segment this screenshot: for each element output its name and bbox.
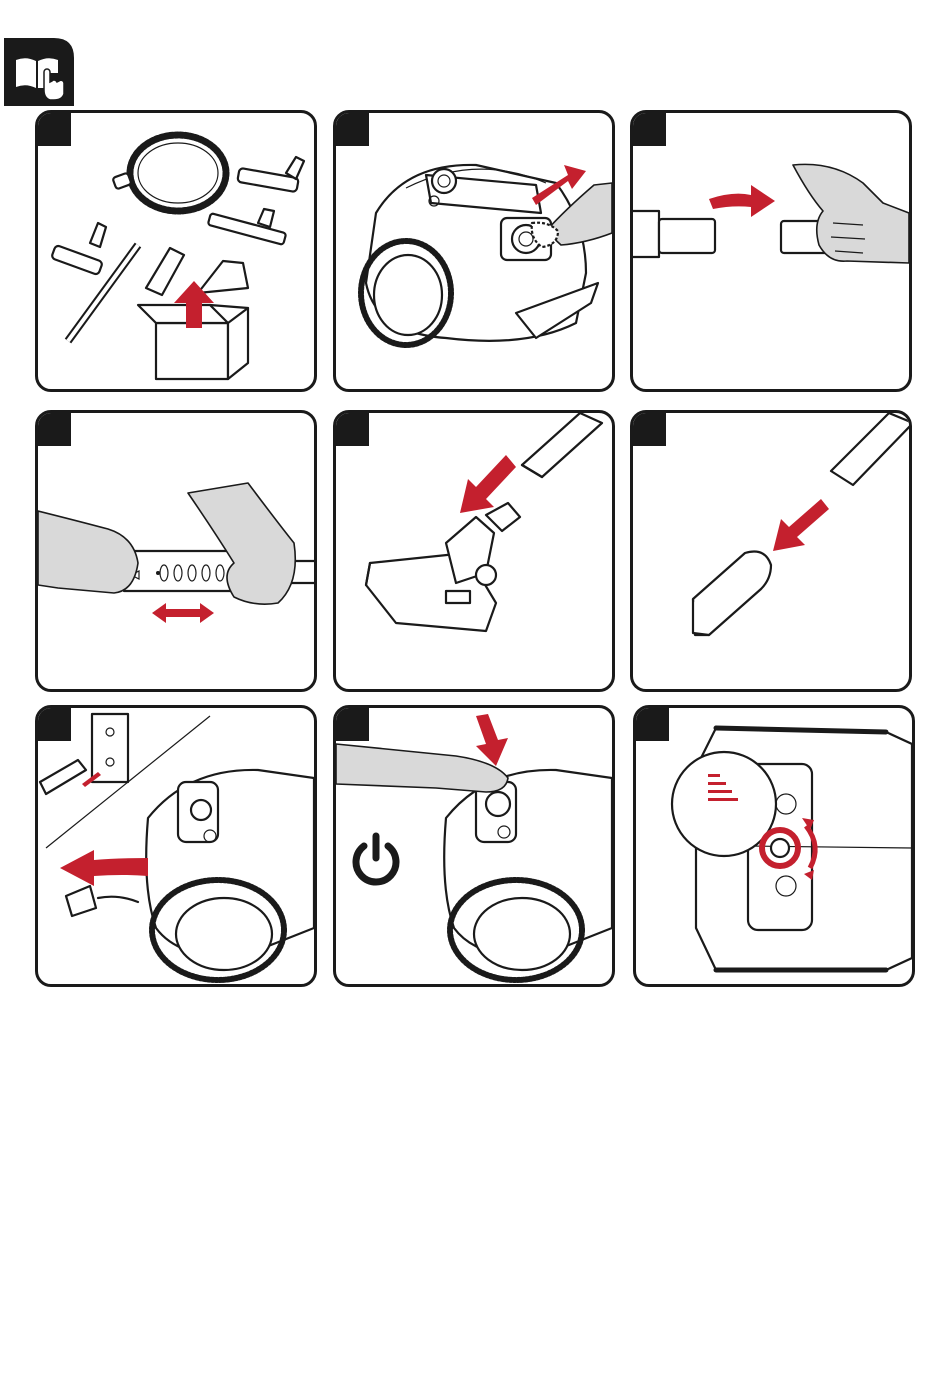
step-panel-6 <box>630 410 912 692</box>
unbox-accessories-illustration <box>38 113 314 389</box>
step-panel-2 <box>333 110 615 392</box>
step-panel-5 <box>333 410 615 692</box>
power-on-illustration <box>336 708 612 984</box>
plug-in-cord-illustration <box>38 708 314 984</box>
step-panel-9 <box>633 705 915 987</box>
suction-power-dial-illustration <box>636 708 912 984</box>
step-panel-8 <box>333 705 615 987</box>
connect-wand-illustration <box>633 113 909 389</box>
attach-hose-illustration <box>336 113 612 389</box>
step-panel-7 <box>35 705 317 987</box>
attach-crevice-nozzle-illustration <box>633 413 909 689</box>
step-panel-1 <box>35 110 317 392</box>
step-panel-4 <box>35 410 317 692</box>
telescopic-tube-adjust-illustration <box>38 413 314 689</box>
read-manual-icon <box>4 38 74 106</box>
step-panel-3 <box>630 110 912 392</box>
power-icon <box>356 836 396 882</box>
attach-floor-brush-illustration <box>336 413 612 689</box>
